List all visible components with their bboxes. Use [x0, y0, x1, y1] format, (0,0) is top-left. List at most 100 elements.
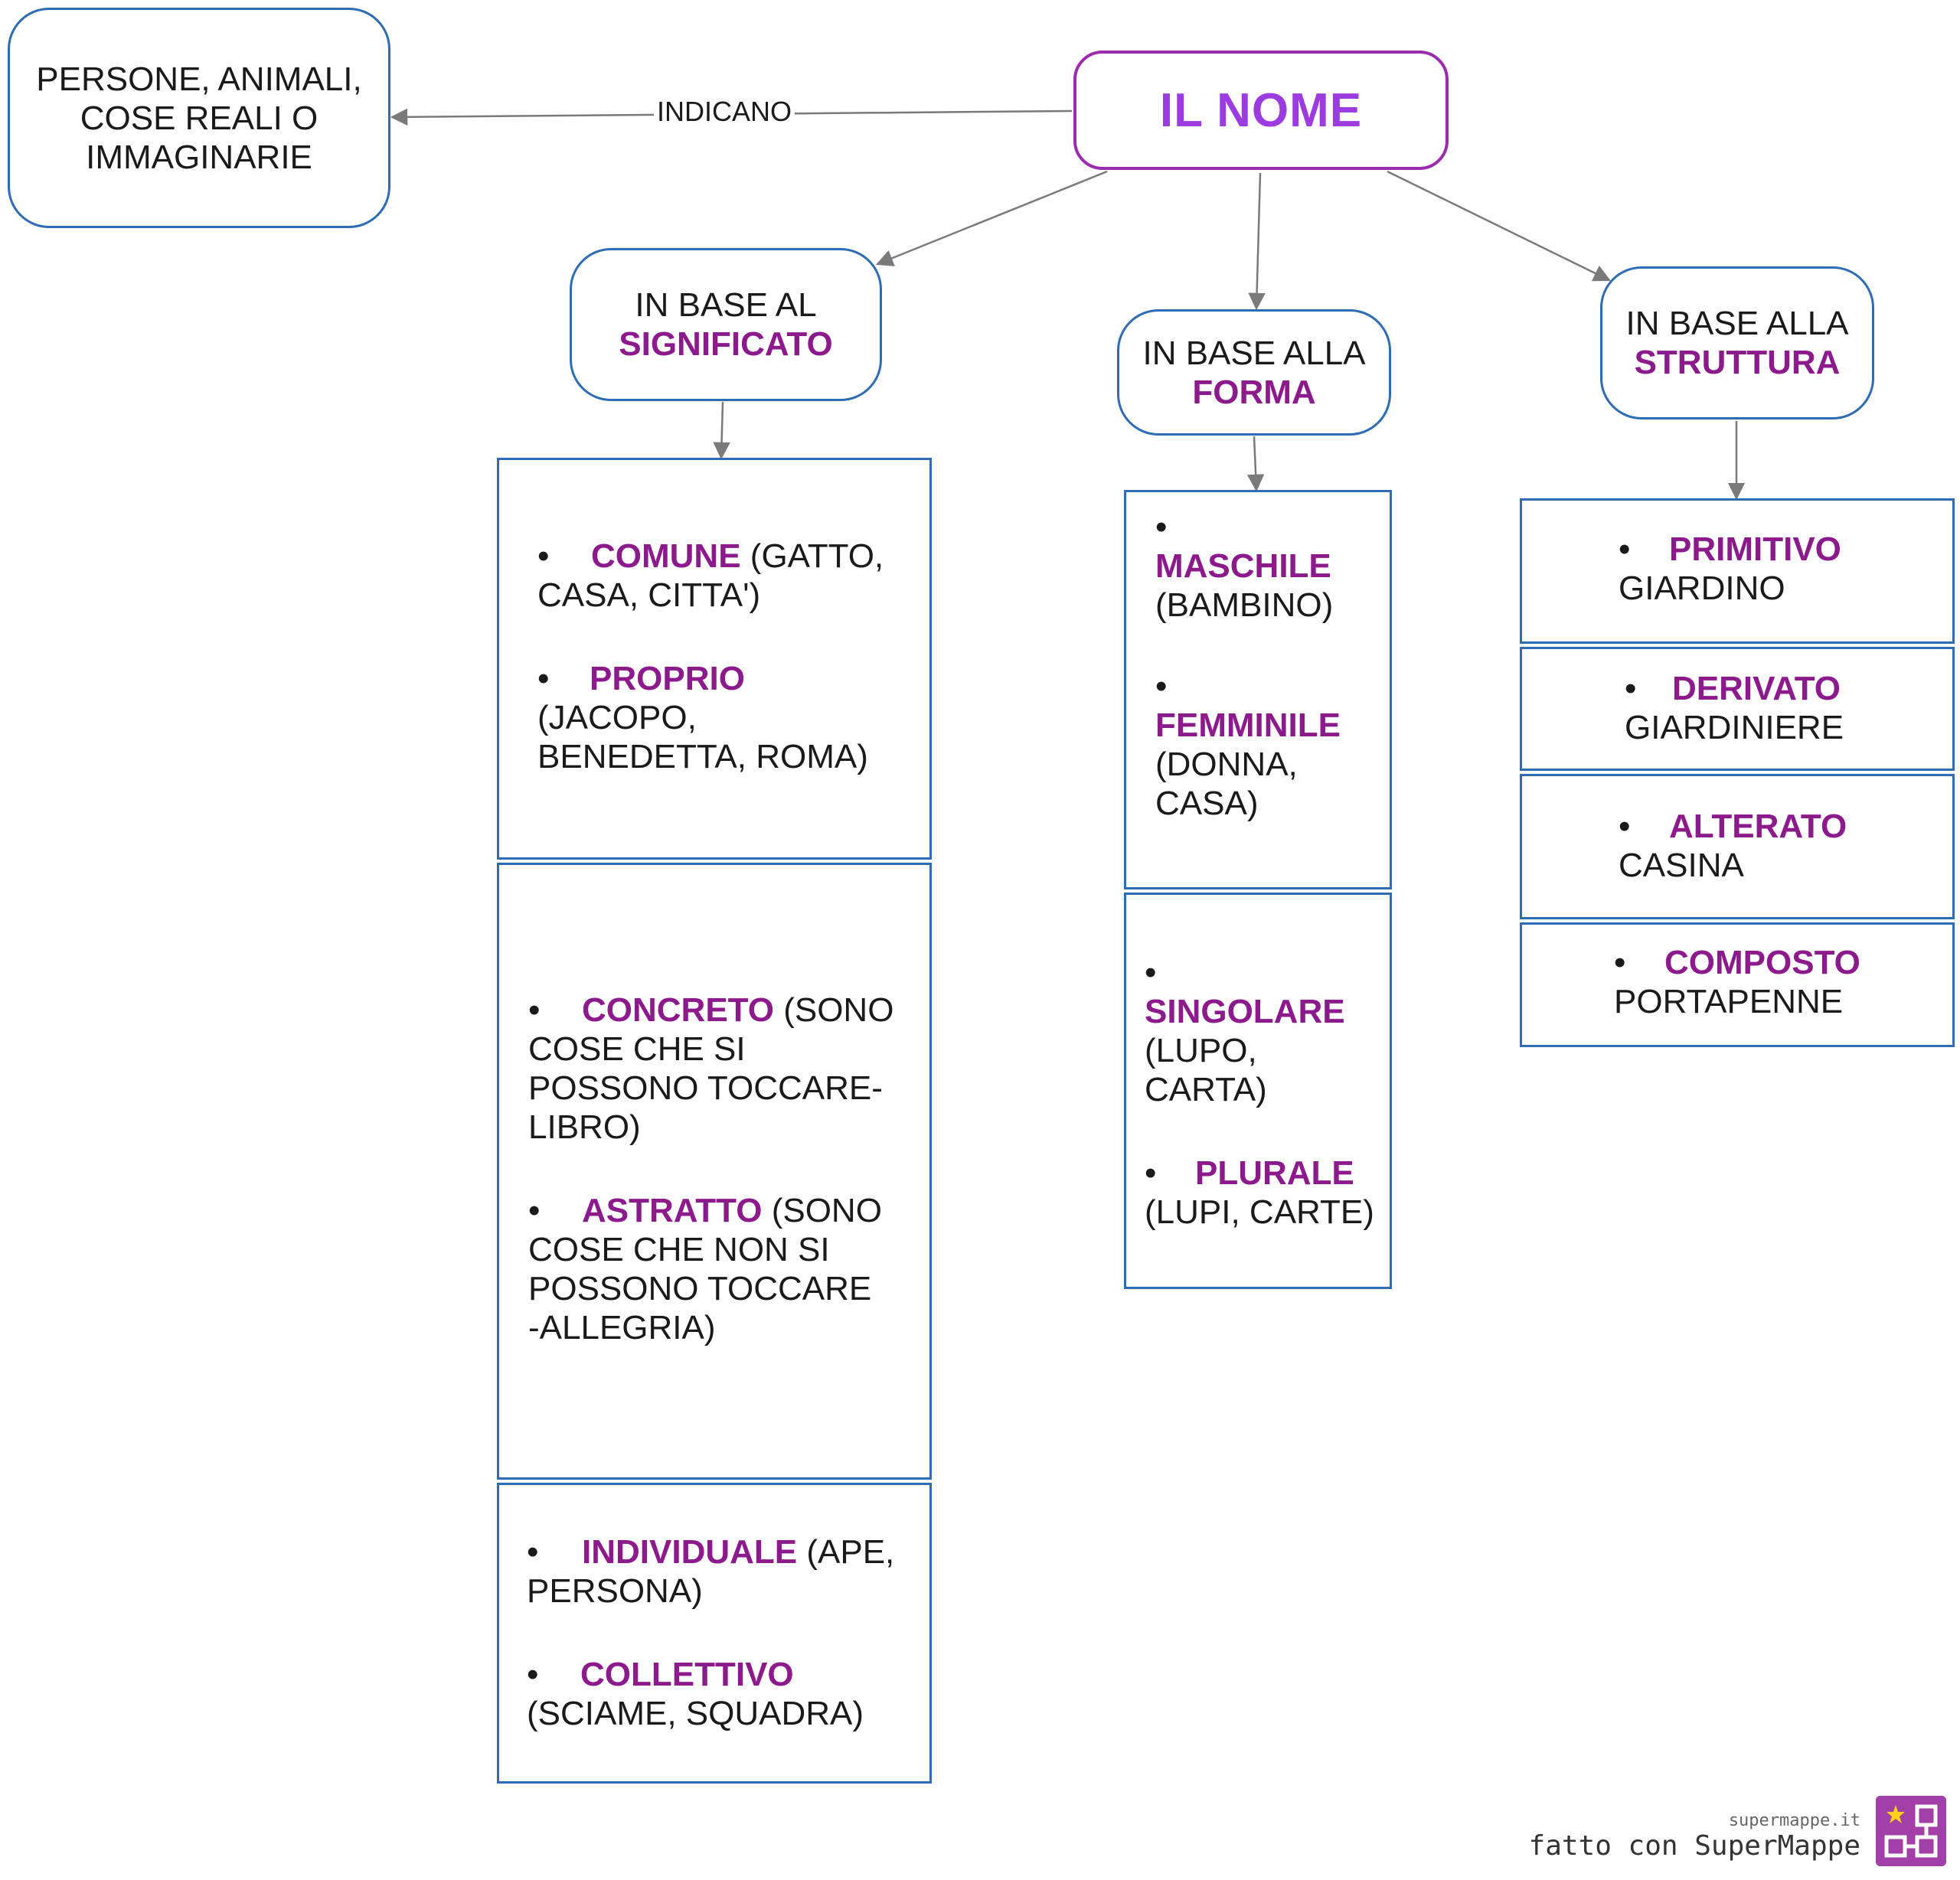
item-description: (GATTO, CASA, CITTA') [537, 537, 884, 614]
connector-root-to-significato [875, 170, 1108, 266]
list-item-comune: • COMUNE (GATTO, CASA, CITTA') [537, 537, 920, 615]
left-node-line: COSE REALI O [80, 99, 318, 137]
list-item-text: MASCHILE (BAMBINO) [1155, 547, 1333, 624]
node-in-base-alla-struttura: IN BASE ALLA STRUTTURA [1600, 266, 1874, 419]
item-keyword: ALTERATO [1669, 808, 1847, 845]
bullet: • [1619, 808, 1631, 845]
bullet: • [528, 1192, 541, 1229]
edge-label-indicano: INDICANO [654, 96, 795, 127]
list-item-femminile: • FEMMINILE (DONNA, CASA) [1155, 667, 1385, 823]
bullet: • [1145, 1154, 1157, 1192]
list-item-maschile: • MASCHILE (BAMBINO) [1155, 508, 1385, 625]
list-item-singolare: • SINGOLARE (LUPO, CARTA) [1145, 953, 1390, 1109]
list-item-text: SINGOLARE (LUPO, CARTA) [1145, 993, 1345, 1108]
root-title: IL NOME [1159, 83, 1363, 137]
list-item-text: ASTRATTO (SONO COSE CHE NON SI POSSONO T… [528, 1192, 882, 1346]
node-il-nome: IL NOME [1073, 51, 1449, 170]
item-example: CASINA [1619, 847, 1744, 884]
category-keyword: FORMA [1192, 373, 1316, 411]
significato-box-concreto-astratto: • CONCRETO (SONO COSE CHE SI POSSONO TOC… [497, 863, 932, 1480]
item-keyword: ASTRATTO [582, 1192, 763, 1229]
item-keyword: PLURALE [1195, 1154, 1354, 1192]
item-keyword: PROPRIO [590, 660, 745, 697]
significato-box-individuale-collettivo: • INDIVIDUALE (APE, PERSONA) • COLLETTIV… [497, 1483, 932, 1784]
connector-forma-to-list [1246, 436, 1265, 492]
category-keyword: SIGNIFICATO [619, 325, 833, 363]
category-prefix: IN BASE ALLA [1142, 334, 1366, 372]
category-keyword: STRUTTURA [1634, 344, 1841, 381]
item-description: (SONO COSE CHE NON SI POSSONO TOCCARE -A… [528, 1192, 882, 1346]
connector-significato-to-list [713, 401, 730, 460]
list-item-text: COMUNE (GATTO, CASA, CITTA') [537, 537, 884, 614]
list-item-astratto: • ASTRATTO (SONO COSE CHE NON SI POSSONO… [528, 1191, 926, 1347]
bullet: • [528, 991, 541, 1029]
item-example: PORTAPENNE [1614, 983, 1844, 1020]
item-keyword: MASCHILE [1155, 547, 1331, 585]
list-item-text: FEMMINILE (DONNA, CASA) [1155, 707, 1341, 822]
item-description: (LUPO, CARTA) [1145, 1032, 1267, 1108]
item-keyword: COMPOSTO [1664, 944, 1860, 981]
item-keyword: PRIMITIVO [1669, 530, 1841, 568]
bullet: • [1614, 944, 1626, 981]
item-description: (APE, PERSONA) [527, 1533, 895, 1610]
node-in-base-alla-forma: IN BASE ALLA FORMA [1117, 309, 1391, 436]
item-description: (SONO COSE CHE SI POSSONO TOCCARE- LIBRO… [528, 991, 894, 1146]
supermappe-logo-icon [1876, 1796, 1946, 1866]
item-description: (BAMBINO) [1155, 586, 1334, 624]
bullet: • [1155, 508, 1168, 546]
bullet: • [1619, 530, 1631, 568]
item-keyword: INDIVIDUALE [582, 1533, 798, 1571]
bullet: • [1625, 670, 1637, 707]
bullet: • [1155, 667, 1168, 705]
connector-root-to-struttura [1387, 170, 1612, 282]
node-persone-animali-cose: PERSONE, ANIMALI, COSE REALI O IMMAGINAR… [8, 8, 390, 228]
list-item-text: CONCRETO (SONO COSE CHE SI POSSONO TOCCA… [528, 991, 893, 1146]
connector-root-to-forma [1248, 172, 1266, 311]
item-keyword: COLLETTIVO [580, 1656, 794, 1693]
item-keyword: FEMMINILE [1155, 707, 1341, 744]
list-item-proprio: • PROPRIO (JACOPO, BENEDETTA, ROMA) [537, 659, 920, 776]
list-item-text: PLURALE (LUPI, CARTE) [1145, 1154, 1374, 1231]
significato-box-comune-proprio: • COMUNE (GATTO, CASA, CITTA') • PROPRIO… [497, 458, 932, 860]
list-item-concreto: • CONCRETO (SONO COSE CHE SI POSSONO TOC… [528, 991, 926, 1147]
item-example: GIARDINIERE [1625, 709, 1844, 746]
item-keyword: COMUNE [591, 537, 741, 575]
footer-credit: supermappe.it fatto con SuperMappe [1529, 1811, 1860, 1862]
list-item-text: COLLETTIVO (SCIAME, SQUADRA) [527, 1656, 864, 1732]
list-item-text: PROPRIO (JACOPO, BENEDETTA, ROMA) [537, 660, 868, 775]
bullet: • [527, 1533, 539, 1571]
bullet: • [537, 660, 550, 697]
item-description: (JACOPO, BENEDETTA, ROMA) [537, 699, 868, 775]
item-description: (DONNA, CASA) [1155, 746, 1298, 822]
item-description: (SCIAME, SQUADRA) [527, 1695, 864, 1732]
item-keyword: DERIVATO [1672, 670, 1841, 707]
list-item-individuale: • INDIVIDUALE (APE, PERSONA) [527, 1532, 925, 1611]
footer-credit-text: fatto con SuperMappe [1528, 1830, 1860, 1862]
category-prefix: IN BASE ALLA [1625, 305, 1849, 342]
forma-box-maschile-femminile: • MASCHILE (BAMBINO) • FEMMINILE (DONNA,… [1124, 490, 1392, 889]
item-example: GIARDINO [1619, 570, 1785, 607]
list-item-plurale: • PLURALE (LUPI, CARTE) [1145, 1154, 1390, 1232]
list-item-text: INDIVIDUALE (APE, PERSONA) [527, 1533, 894, 1610]
item-keyword: CONCRETO [582, 991, 774, 1029]
supermappe-logo-graphic [1876, 1796, 1946, 1866]
left-node-line: PERSONE, ANIMALI, [36, 60, 362, 98]
left-node-line: IMMAGINARIE [86, 138, 312, 176]
node-in-base-al-significato: IN BASE AL SIGNIFICATO [570, 248, 882, 401]
list-item-collettivo: • COLLETTIVO (SCIAME, SQUADRA) [527, 1655, 925, 1733]
category-prefix: IN BASE AL [635, 286, 817, 324]
bullet: • [527, 1656, 539, 1693]
footer-site: supermappe.it [1728, 1811, 1860, 1830]
